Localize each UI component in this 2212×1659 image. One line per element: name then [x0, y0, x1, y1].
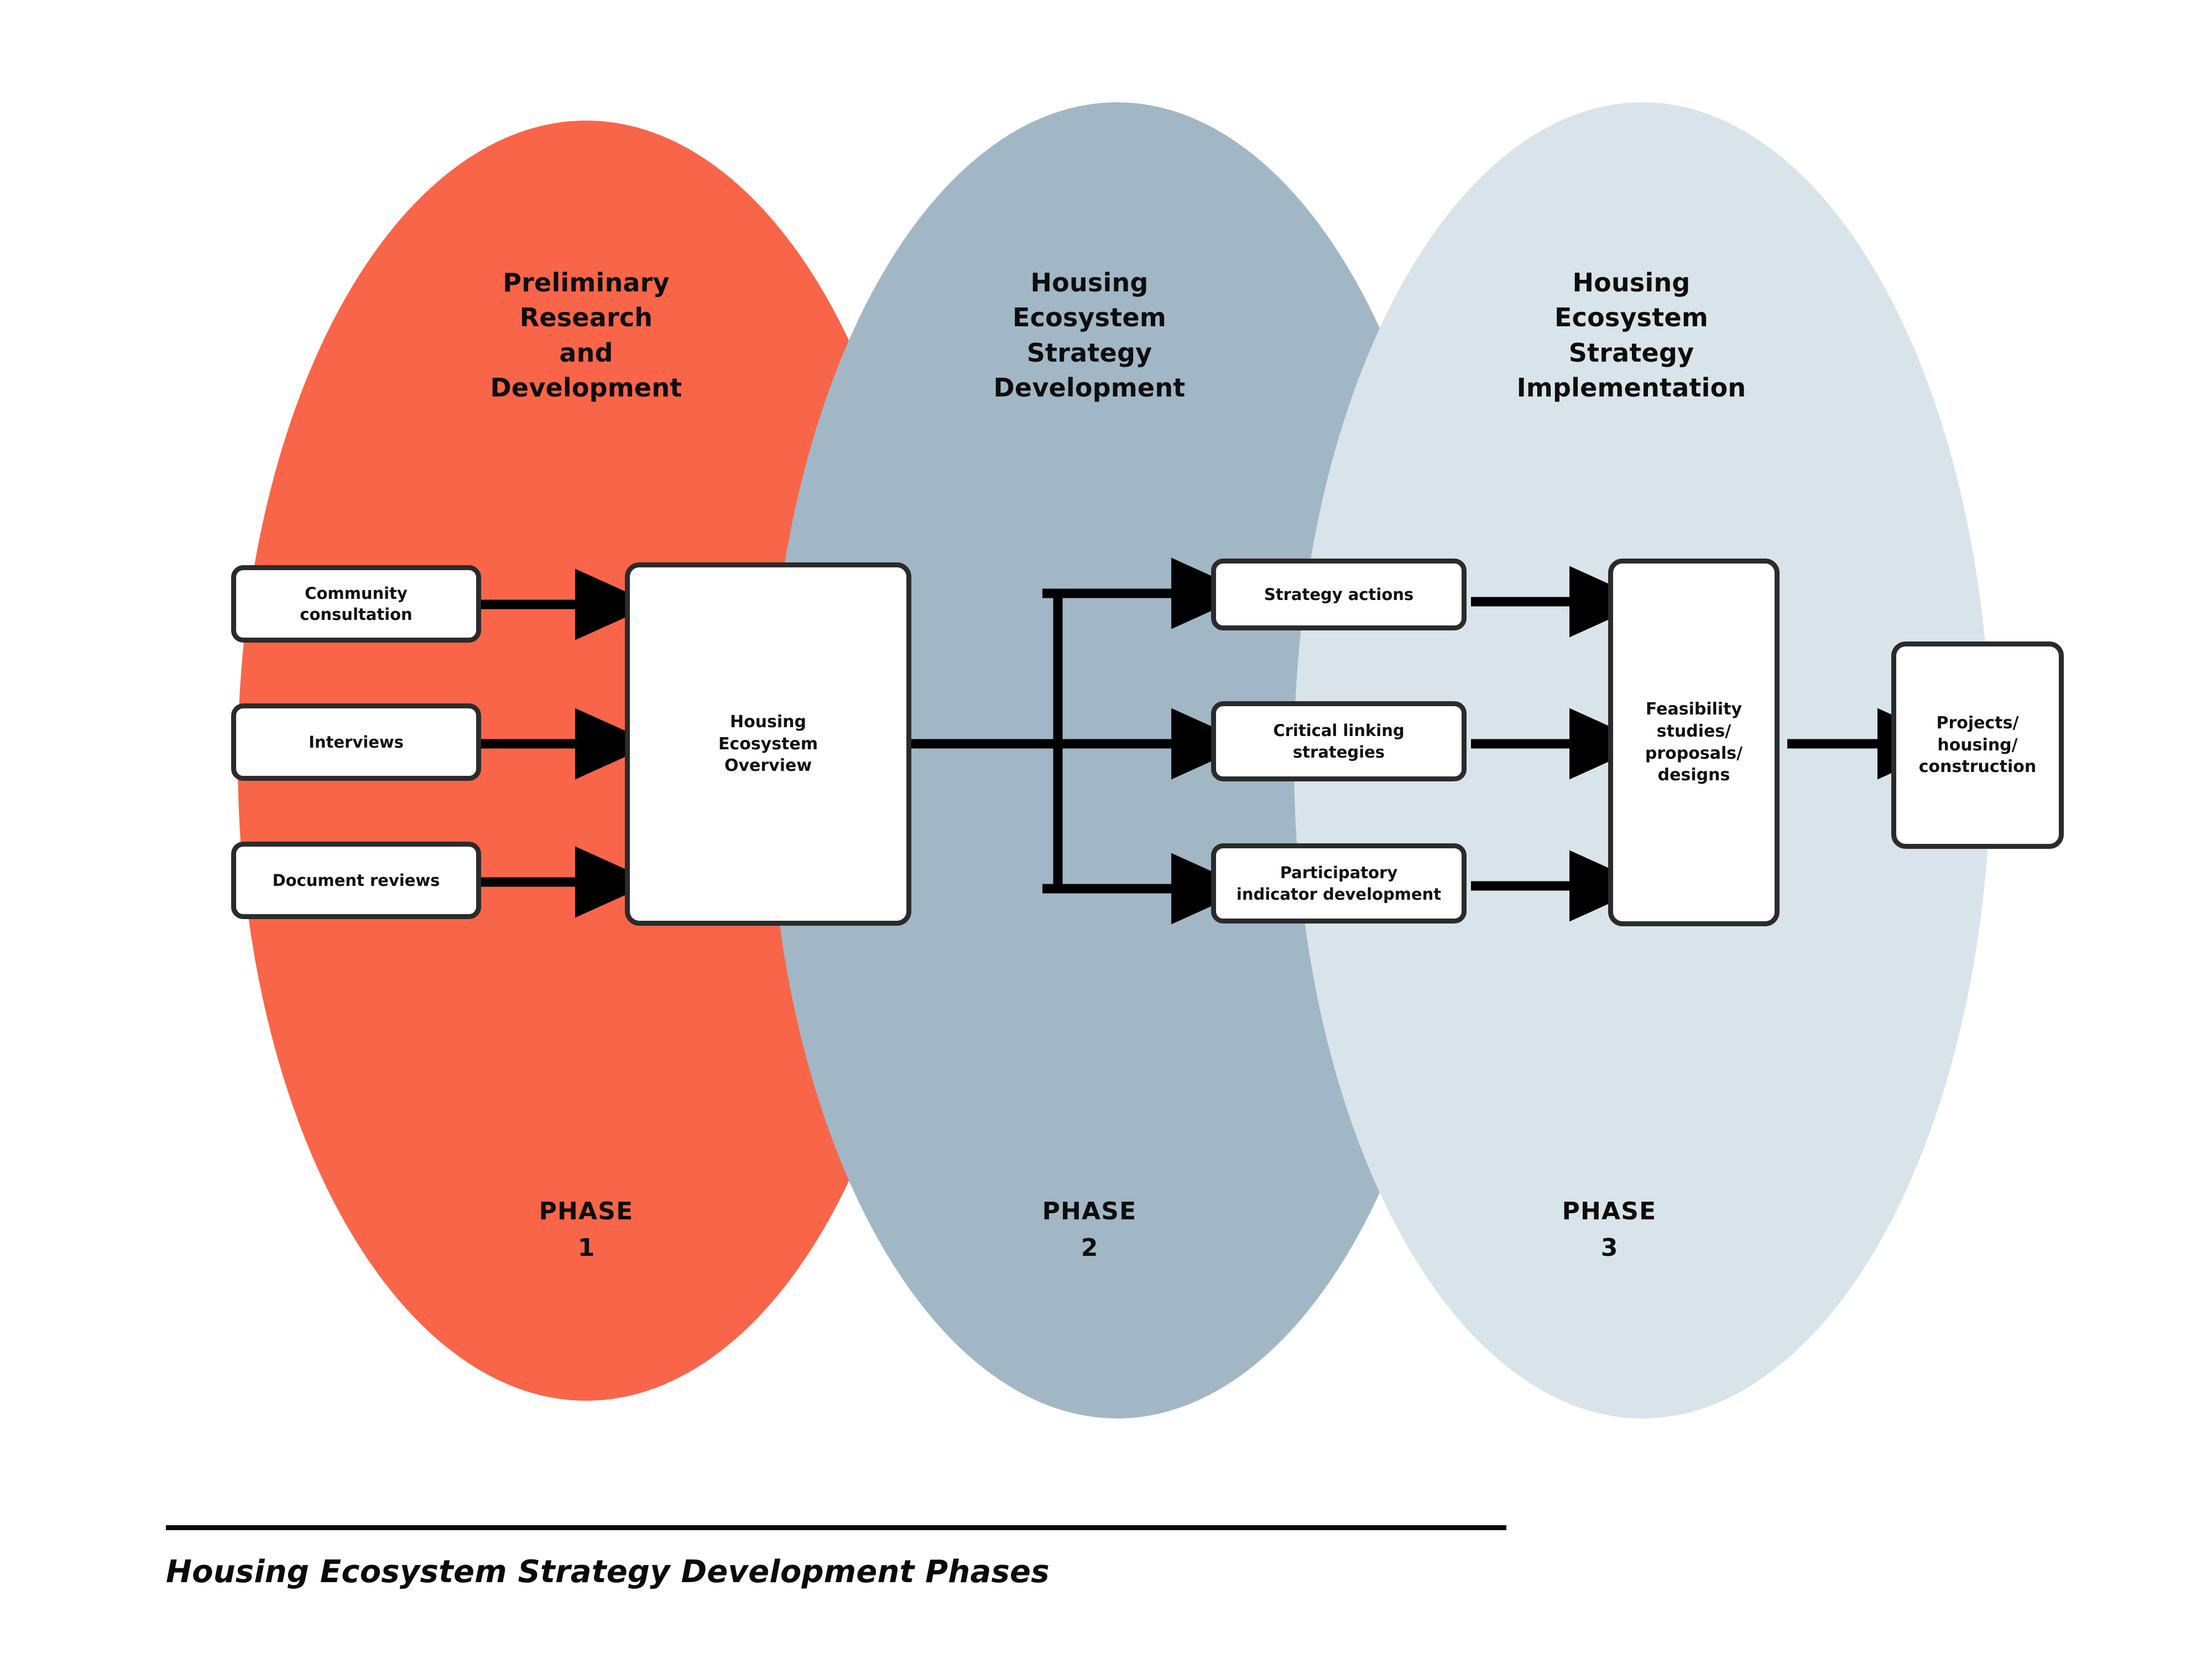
node-document-reviews[interactable]: Document reviews [231, 842, 481, 919]
node-feasibility-studies[interactable]: Feasibility studies/ proposals/ designs [1608, 559, 1780, 926]
node-community-consultation[interactable]: Community consultation [231, 565, 481, 643]
phase-3-title: Housing Ecosystem Strategy Implementatio… [1516, 268, 1746, 403]
phase-3-footer: PHASE 3 [1460, 1193, 1759, 1266]
phase-1-footer-label: PHASE [539, 1197, 634, 1225]
phase-1-footer-number: 1 [577, 1234, 595, 1262]
node-projects-housing-construction[interactable]: Projects/ housing/ construction [1891, 641, 2064, 849]
node-participatory-indicator-development[interactable]: Participatory indicator development [1211, 843, 1467, 924]
node-critical-linking-strategies[interactable]: Critical linking strategies [1211, 701, 1467, 781]
phase-2-title: Housing Ecosystem Strategy Development [993, 268, 1186, 403]
phase-2-footer-label: PHASE [1042, 1197, 1137, 1225]
node-strategy-actions[interactable]: Strategy actions [1211, 559, 1467, 630]
node-interviews[interactable]: Interviews [231, 703, 481, 781]
phase-1-footer: PHASE 1 [437, 1193, 735, 1266]
caption-divider [166, 1525, 1506, 1530]
phase-2-footer-number: 2 [1081, 1234, 1098, 1262]
phase-3-footer-number: 3 [1600, 1234, 1618, 1262]
phase-1-title: Preliminary Research and Development [490, 268, 682, 403]
node-housing-ecosystem-overview[interactable]: Housing Ecosystem Overview [625, 562, 911, 926]
figure-caption: Housing Ecosystem Strategy Development P… [166, 1554, 1050, 1590]
phase-3-footer-label: PHASE [1562, 1197, 1657, 1225]
phase-2-footer: PHASE 2 [940, 1193, 1239, 1266]
